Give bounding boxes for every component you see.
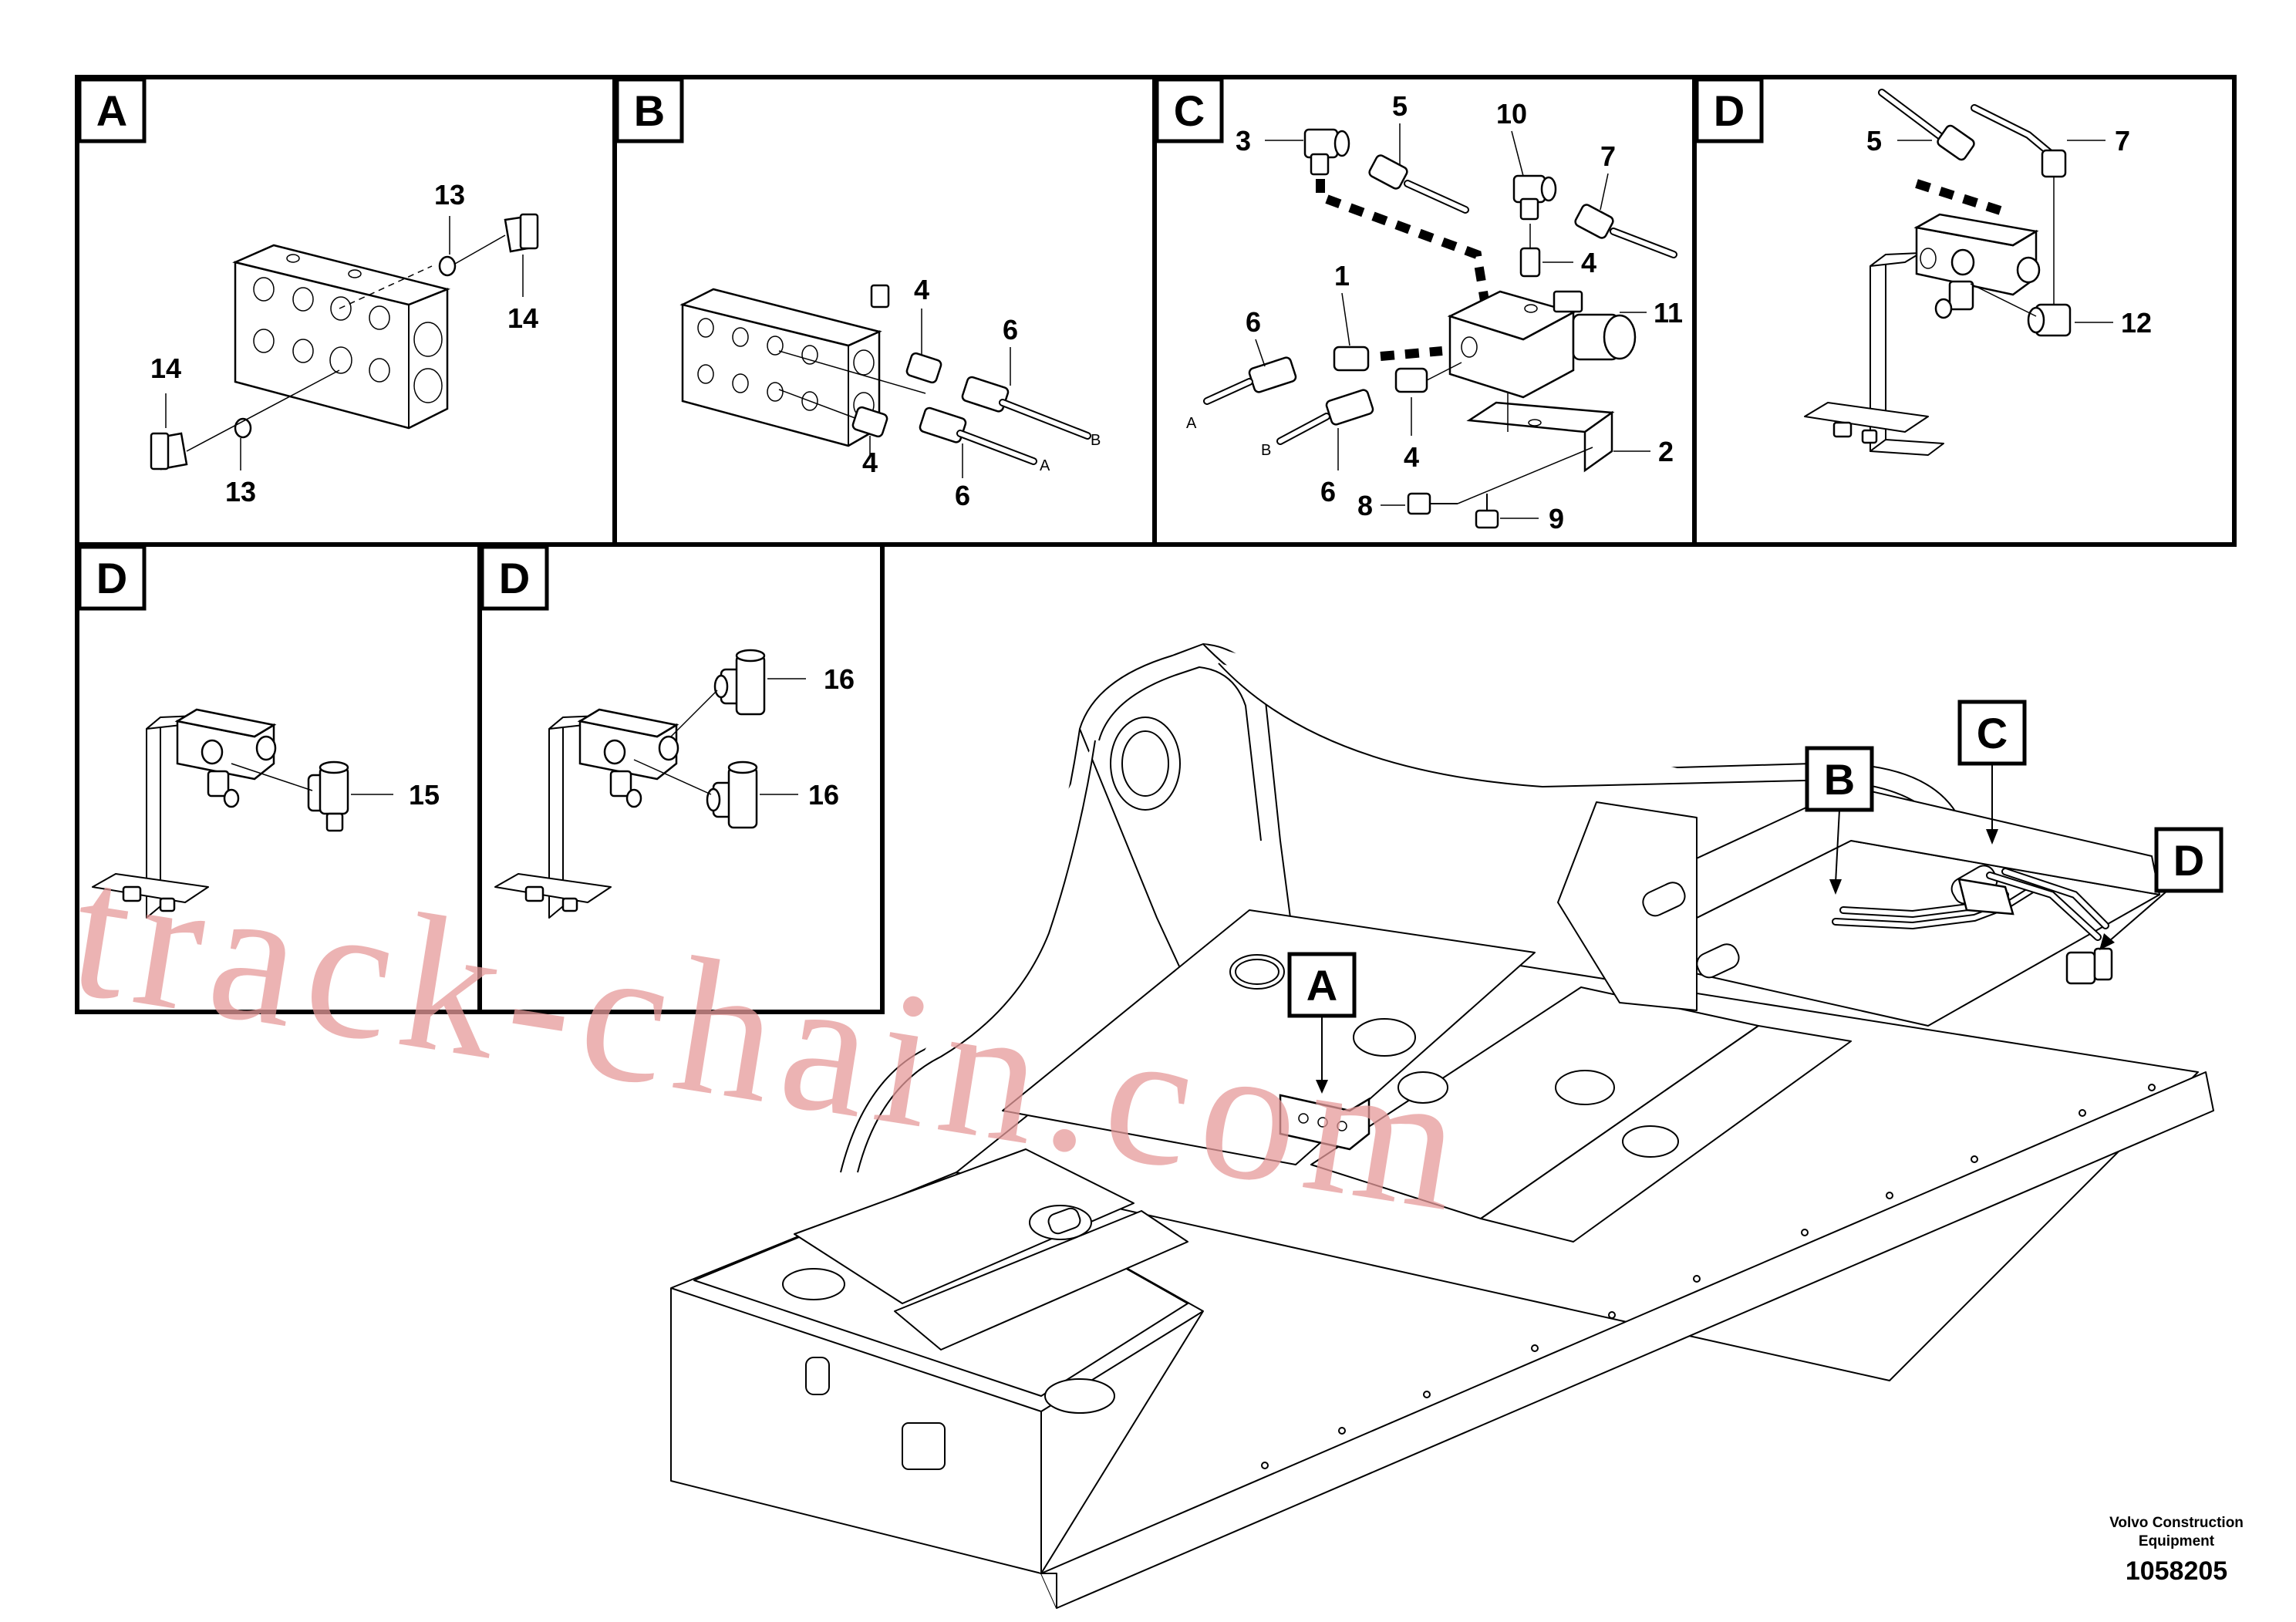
panel-a-tag: A <box>96 86 127 135</box>
valve-manifold <box>577 708 679 808</box>
callout-5: 5 <box>1866 125 1882 157</box>
hose-7 <box>1971 104 2067 309</box>
hose-6-a <box>1203 356 1297 405</box>
callout-3: 3 <box>1236 125 1251 157</box>
panel-d-15: D 15 <box>75 542 482 1014</box>
hose-7 <box>1574 204 1677 258</box>
footer: Volvo Construction Equipment 1058205 <box>2109 1515 2244 1586</box>
panel-b-tag: B <box>634 86 665 135</box>
valve-block-a <box>150 213 539 470</box>
callout-14: 14 <box>150 352 181 384</box>
hose-5 <box>1368 154 1469 214</box>
callout-11: 11 <box>1654 297 1683 329</box>
callout-4: 4 <box>1404 441 1419 473</box>
bracket-2 <box>1466 393 1615 473</box>
panel-c-tag: C <box>1174 86 1205 135</box>
callout-13: 13 <box>225 476 256 508</box>
callout-16: 16 <box>808 779 839 811</box>
valve-manifold <box>174 708 277 808</box>
hose-end-label: B <box>1091 432 1101 449</box>
solenoid-valve <box>1447 290 1637 399</box>
valve-block-b <box>679 284 890 447</box>
callout-12: 12 <box>2121 307 2152 339</box>
tee-fitting-15 <box>307 760 349 832</box>
callout-16: 16 <box>824 663 855 695</box>
panel-d-tag: D <box>96 554 127 602</box>
hose-end-label: A <box>1186 415 1197 432</box>
adapter-4-upper <box>1519 247 1541 278</box>
elbow-fitting-12 <box>2027 303 2072 337</box>
mounting-bracket <box>1804 252 1944 456</box>
fitting-4-upper <box>905 352 942 384</box>
callout-9: 9 <box>1549 503 1564 534</box>
panel-d-tag: D <box>499 554 530 602</box>
hose-end-label: B <box>1261 442 1271 459</box>
beam-bolt-holes <box>1261 1084 2156 1469</box>
panel-b: B B <box>612 75 1157 547</box>
hose-5 <box>1878 89 1975 161</box>
overview-tag-c: C <box>1977 709 2008 757</box>
callout-4: 4 <box>862 447 878 478</box>
panel-d-16: D 1 <box>477 542 885 1014</box>
panel-d-top: D <box>1692 75 2237 547</box>
tee-fitting-16-upper <box>713 649 766 716</box>
overview-tag-a: A <box>1306 961 1337 1010</box>
brand-name: Volvo Construction <box>2109 1515 2244 1531</box>
fitting-4-lower <box>851 406 888 438</box>
overview-tags: A B C D <box>1287 700 2224 1094</box>
overview-tag-d: D <box>2173 836 2204 885</box>
upper-frame-overview <box>670 643 2214 1609</box>
valve-manifold <box>1913 213 2041 319</box>
callout-6: 6 <box>1003 314 1018 346</box>
callout-8: 8 <box>1357 490 1373 521</box>
callout-4: 4 <box>1581 247 1596 278</box>
callout-10: 10 <box>1496 98 1527 130</box>
panel-d-tag: D <box>1714 86 1745 135</box>
adapter-4-lower <box>1394 367 1428 393</box>
hydraulic-hose-routing <box>1832 868 2113 985</box>
callout-1: 1 <box>1334 260 1350 292</box>
callout-15: 15 <box>409 779 440 811</box>
valve-block-location-a <box>1279 1094 1371 1151</box>
callout-5: 5 <box>1392 90 1408 122</box>
fitting-1 <box>1333 346 1370 372</box>
callout-7: 7 <box>1600 140 1616 172</box>
panel-c: C <box>1152 75 1697 547</box>
callout-6: 6 <box>955 480 970 511</box>
hose-6-upper <box>961 376 1091 440</box>
drawing-number: 1058205 <box>2126 1556 2227 1586</box>
elbow-fitting-3 <box>1303 128 1350 176</box>
callout-4: 4 <box>914 274 929 305</box>
hose-6-lower <box>919 406 1037 465</box>
hose-6-b <box>1276 389 1374 445</box>
callout-14: 14 <box>507 302 538 334</box>
panel-a: A 13 14 <box>75 75 617 547</box>
callout-6: 6 <box>1320 476 1336 508</box>
bolt-9 <box>1475 494 1499 529</box>
callout-7: 7 <box>2115 125 2130 157</box>
callout-2: 2 <box>1658 436 1674 467</box>
overview-tag-b: B <box>1824 755 1855 804</box>
brand-subtitle: Equipment <box>2139 1533 2215 1549</box>
mounting-bracket <box>494 715 612 919</box>
callout-6: 6 <box>1246 306 1261 338</box>
hose-end-label: A <box>1040 457 1050 474</box>
callout-13: 13 <box>434 179 465 211</box>
bolt-8 <box>1407 447 1593 515</box>
elbow-fitting-10 <box>1512 174 1557 221</box>
